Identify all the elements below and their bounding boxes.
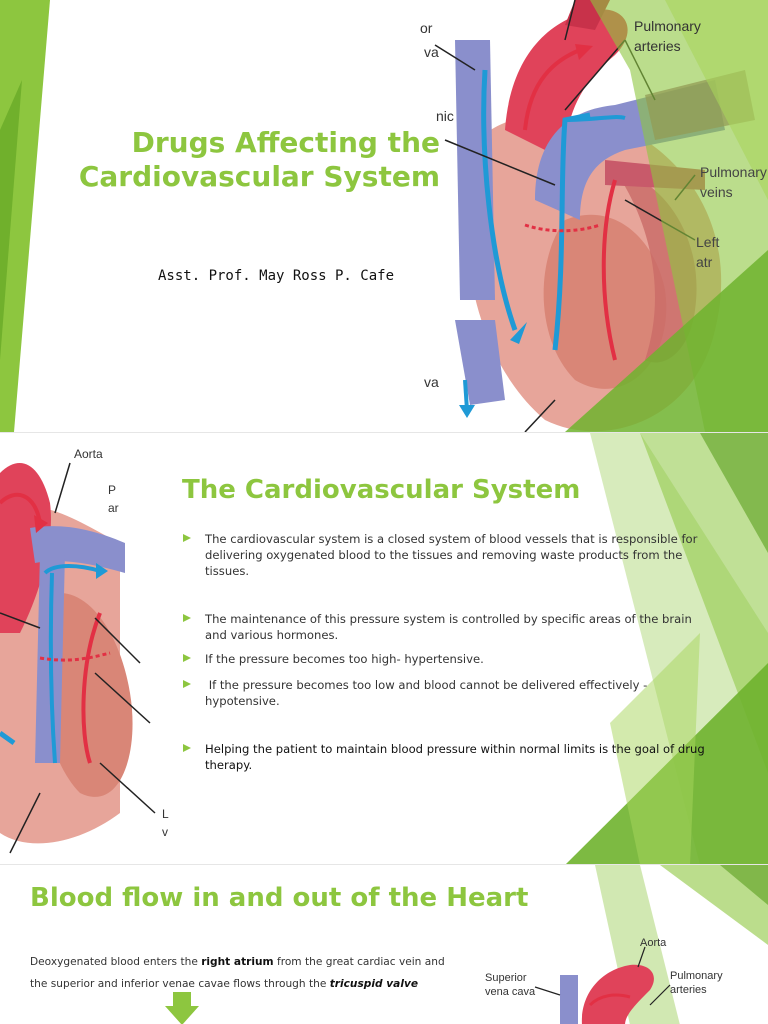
figure-label-pulmonic-fragment: nic <box>436 108 454 124</box>
figure-label-pulmonary-arteries: Pulmonary arteries <box>670 970 723 996</box>
slide-title: The Cardiovascular System <box>182 475 581 505</box>
figure-label-inferior-fragment: va <box>424 374 439 390</box>
figure-label-v-fragment: v <box>162 825 168 839</box>
bullet-arrow-icon <box>183 654 191 662</box>
description-line-2: the superior and inferior venae cavae fl… <box>30 978 419 990</box>
heart-diagram-partial <box>0 462 156 854</box>
blood-flow-slide: Blood flow in and out of the Heart Deoxy… <box>0 864 768 1024</box>
bullet-item: The maintenance of this pressure system … <box>183 611 713 643</box>
bullet-item: The cardiovascular system is a closed sy… <box>183 531 713 579</box>
figure-label-vena-cava-fragment: va <box>424 44 439 60</box>
figure-label-aorta: Aorta <box>74 447 103 461</box>
figure-label-aorta: Aorta <box>640 937 667 949</box>
bullet-item: If the pressure becomes too high- hypert… <box>183 651 713 667</box>
bullet-item: If the pressure becomes too low and bloo… <box>183 677 713 709</box>
blood-flow-description: Deoxygenated blood enters the right atri… <box>30 951 445 995</box>
title-slide: or va nic Pulmonary arteries Pulmonary v… <box>0 0 768 432</box>
cardiovascular-system-slide: Aorta P ar L v The Cardiovascular System… <box>0 432 768 864</box>
description-line-1: Deoxygenated blood enters the right atri… <box>30 956 445 968</box>
slide-title: Drugs Affecting the Cardiovascular Syste… <box>40 126 440 194</box>
figure-label-p-fragment: P <box>108 483 117 497</box>
bullet-arrow-icon <box>183 614 191 622</box>
figure-label-superior-vena-cava: Superior vena cava <box>485 972 536 998</box>
bullet-arrow-icon <box>183 680 191 688</box>
slide-title-line-1: Drugs Affecting the <box>131 126 440 159</box>
heart-diagram <box>415 0 768 432</box>
bullet-arrow-icon <box>183 744 191 752</box>
author-name: Asst. Prof. May Ross P. Cafe <box>158 268 395 284</box>
heart-diagram-small <box>534 946 671 1024</box>
figure-label-pulmonary-arteries: Pulmonary arteries <box>634 18 701 54</box>
bullet-item: Helping the patient to maintain blood pr… <box>183 741 713 773</box>
bullet-list: The cardiovascular system is a closed sy… <box>183 531 713 773</box>
slide-title: Blood flow in and out of the Heart <box>30 883 529 913</box>
bullet-arrow-icon <box>183 534 191 542</box>
figure-label-l-fragment: L <box>162 807 169 821</box>
figure-label-superior-fragment: or <box>420 20 433 36</box>
slide1-decor <box>0 0 50 432</box>
slide-title-line-2: Cardiovascular System <box>78 160 440 193</box>
figure-label-left-atrium: Left atr <box>696 234 720 270</box>
down-arrow-icon <box>165 992 199 1024</box>
figure-label-ar-fragment: ar <box>108 501 119 515</box>
figure-label-pulmonary-veins: Pulmonary veins <box>700 164 767 200</box>
